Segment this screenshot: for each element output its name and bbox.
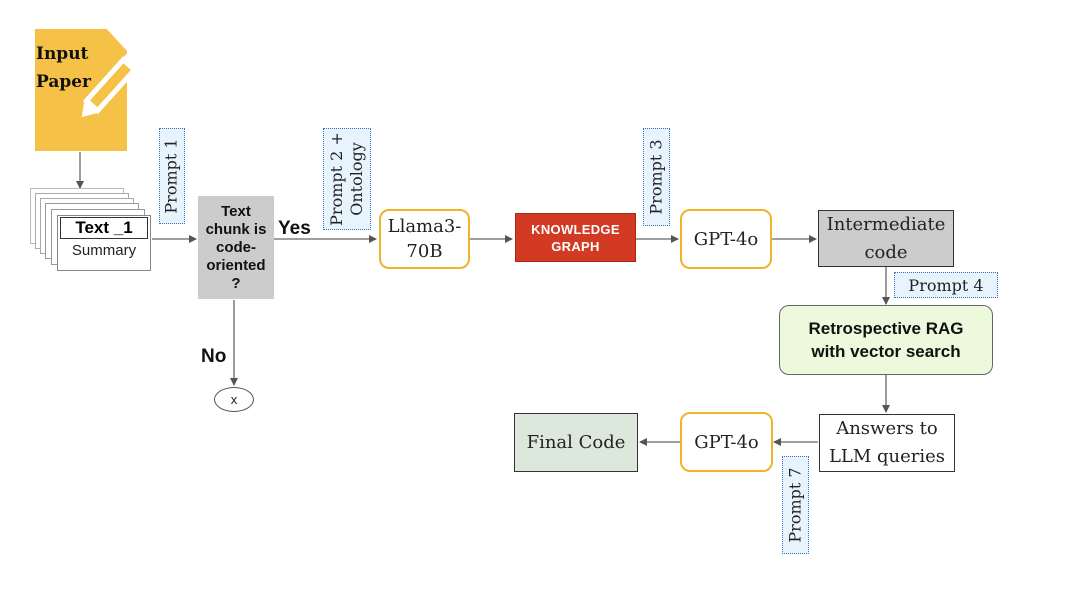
- reject-terminal: x: [214, 387, 254, 412]
- prompt-3-tag: Prompt 3: [643, 128, 670, 226]
- prompt-7-tag: Prompt 7: [782, 456, 809, 554]
- prompt-4-tag: Prompt 4: [894, 272, 998, 298]
- prompt-1-tag: Prompt 1: [159, 128, 185, 224]
- yes-label: Yes: [278, 218, 311, 239]
- knowledge-graph-node: KNOWLEDGE GRAPH: [515, 213, 636, 262]
- code-oriented-decision: Text chunk is code- oriented ?: [198, 196, 274, 299]
- final-code-node: Final Code: [514, 413, 638, 472]
- no-label: No: [201, 346, 227, 367]
- pencil-icon: [81, 51, 142, 118]
- intermediate-code-node: Intermediate code: [818, 210, 954, 267]
- gpt-4o-bottom-node: GPT-4o: [680, 412, 773, 472]
- text-chunk-card: Text _1 Summary: [57, 215, 151, 271]
- llama3-70b-node: Llama3- 70B: [379, 209, 470, 269]
- gpt-4o-top-node: GPT-4o: [680, 209, 772, 269]
- answers-node: Answers to LLM queries: [819, 414, 955, 472]
- retrospective-rag-node: Retrospective RAG with vector search: [779, 305, 993, 375]
- input-paper-label: Input Paper: [36, 44, 92, 92]
- text-chunk-title: Text _1: [60, 217, 148, 239]
- prompt-2-ontology-tag: Prompt 2 + Ontology: [323, 128, 371, 230]
- text-chunk-subtitle: Summary: [71, 242, 137, 259]
